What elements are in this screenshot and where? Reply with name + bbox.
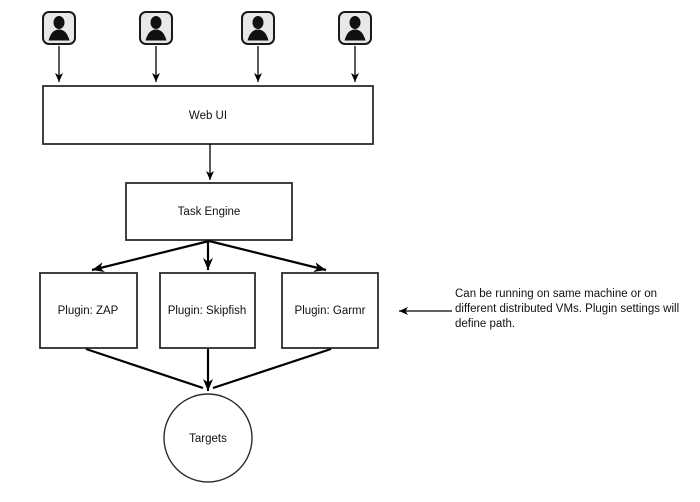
plugin-garmr-label: Plugin: Garmr <box>295 305 366 317</box>
user-head <box>53 16 65 29</box>
annotation-note: Can be running on same machine or on dif… <box>455 288 679 330</box>
user-icon <box>42 11 76 45</box>
plugin-skipfish-box <box>159 272 256 349</box>
user-body <box>48 29 70 41</box>
annotation-line-1: Can be running on same machine or on <box>455 288 657 300</box>
edge-zap-targets <box>85 347 204 390</box>
user-body <box>344 29 366 41</box>
targets-label: Targets <box>189 433 227 445</box>
user-icon <box>338 11 372 45</box>
edge-taskengine-garmr <box>208 239 327 272</box>
user-head <box>252 16 264 29</box>
node-targets: Targets <box>163 393 253 483</box>
web-ui-box <box>42 85 374 145</box>
targets-circle <box>163 393 253 483</box>
annotation-line-3: define path. <box>455 318 515 330</box>
node-task-engine: Task Engine <box>125 182 293 241</box>
node-plugin-zap: Plugin: ZAP <box>39 272 138 349</box>
plugin-zap-box <box>39 272 138 349</box>
task-engine-box <box>125 182 293 241</box>
node-plugin-garmr: Plugin: Garmr <box>281 272 379 349</box>
plugin-skipfish-label: Plugin: Skipfish <box>168 305 247 317</box>
user-icon <box>241 11 275 45</box>
user-icon <box>139 11 173 45</box>
web-ui-label: Web UI <box>189 110 227 122</box>
plugin-garmr-box <box>281 272 379 349</box>
node-plugin-skipfish: Plugin: Skipfish <box>159 272 256 349</box>
plugin-zap-label: Plugin: ZAP <box>58 305 119 317</box>
edge-garmr-targets <box>212 347 332 390</box>
edge-taskengine-zap <box>91 239 210 272</box>
user-head <box>150 16 162 29</box>
annotation-line-2: different distributed VMs. Plugin settin… <box>455 303 679 315</box>
user-head <box>349 16 361 29</box>
node-web-ui: Web UI <box>42 85 374 145</box>
user-body <box>145 29 167 41</box>
user-body <box>247 29 269 41</box>
task-engine-label: Task Engine <box>178 206 241 218</box>
